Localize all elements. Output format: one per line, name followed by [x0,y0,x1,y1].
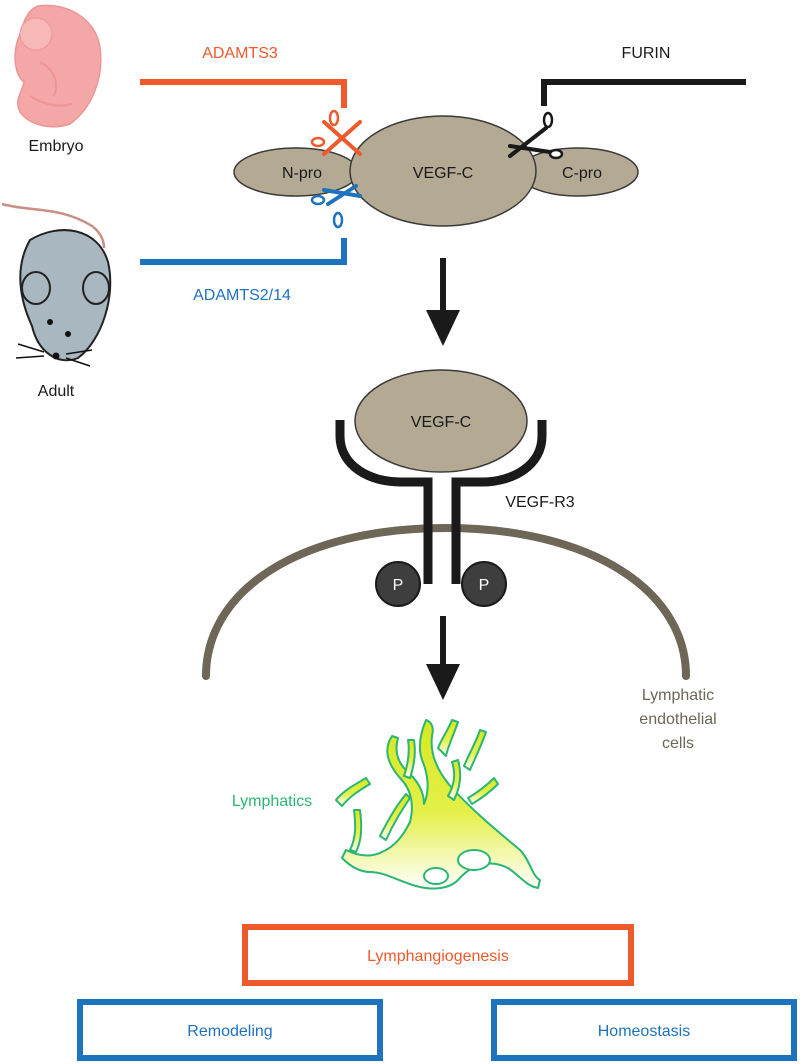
vegfr3-label: VEGF-R3 [505,494,574,511]
adamts2-14-line [140,238,347,265]
vegfc-ligand [354,369,528,473]
phospho-right: P [461,561,507,607]
remodeling-box: Remodeling [77,999,383,1061]
furin-label: FURIN [622,45,671,62]
lymphatic-cells-label-line2: endothelial [639,711,716,728]
furin-scissors-icon [508,111,564,160]
adamts2-14-scissors-icon [310,184,362,229]
adult-label: Adult [38,383,75,400]
furin-line [541,79,746,106]
homeostasis-label: Homeostasis [598,1023,690,1040]
processing-arrow-icon [426,258,460,346]
vegfc-precursor: N-pro VEGF-C C-pro [233,115,639,227]
embryo-icon [14,4,102,128]
vegfr3-left-chain [335,420,433,584]
lymphangiogenesis-label: Lymphangiogenesis [367,948,509,965]
vegfc-core-domain [349,115,537,227]
vegfr3-right-chain [451,420,547,584]
adamts2-14-label: ADAMTS2/14 [193,287,291,304]
embryo-label: Embryo [28,138,83,155]
lymphatics-label: Lymphatics [232,793,312,810]
phospho-left-label: P [393,577,404,594]
vegfc-core-label: VEGF-C [413,165,473,182]
signaling-arrow-icon [426,616,460,700]
adamts3-label: ADAMTS3 [202,45,278,62]
lymphatic-cells-label-line1: Lymphatic [642,687,714,704]
adamts3-line [140,79,347,108]
phospho-left: P [375,561,421,607]
lymphatic-vessels-icon [335,719,541,890]
vegfc-ligand-label: VEGF-C [411,414,471,431]
lymphatic-cells-label-line3: cells [662,735,694,752]
homeostasis-box: Homeostasis [491,999,797,1061]
lymphangiogenesis-box: Lymphangiogenesis [242,924,634,986]
remodeling-label: Remodeling [187,1023,272,1040]
mouse-icon [1,202,112,367]
c-pro-label: C-pro [562,165,602,182]
n-pro-label: N-pro [282,165,322,182]
phospho-right-label: P [479,577,490,594]
lymphatic-cell-membrane [202,523,690,680]
adamts3-scissors-icon [310,109,362,156]
